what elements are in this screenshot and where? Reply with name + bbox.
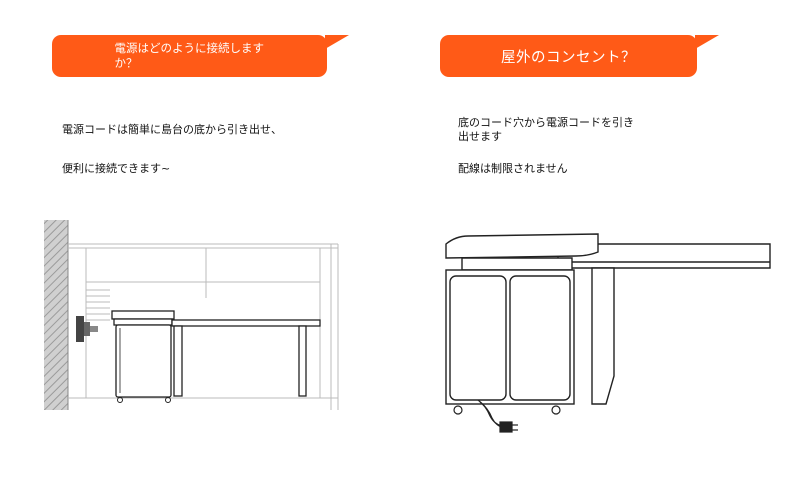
left-banner-title: 電源はどのように接続しますか？ xyxy=(114,41,265,70)
left-description-line-1: 電源コードは簡単に島台の底から引き出せ、 xyxy=(62,123,282,136)
island-desk xyxy=(445,233,771,405)
cabinet-casters xyxy=(453,405,561,415)
power-cord-icon xyxy=(477,399,518,433)
left-question-banner: 電源はどのように接続しますか？ xyxy=(52,35,349,77)
wall xyxy=(44,220,68,410)
desk xyxy=(111,310,321,398)
right-description-line-1: 底のコード穴から電源コードを引き xyxy=(458,116,634,129)
left-description-line-2: 便利に接続できます~ xyxy=(62,162,171,175)
right-question-banner: 屋外のコンセント？ xyxy=(440,35,719,77)
right-banner-title: 屋外のコンセント？ xyxy=(501,49,636,66)
desk-casters xyxy=(117,397,171,403)
right-description-line-2: 出せます xyxy=(458,130,502,143)
banner-tail xyxy=(695,35,719,49)
right-description-line-3: 配線は制限されません xyxy=(458,162,568,175)
wall-outlet-icon xyxy=(76,316,98,342)
desk-with-wall-outlet-illustration xyxy=(44,220,339,410)
banner-tail xyxy=(325,35,349,49)
island-desk-with-power-cord-illustration xyxy=(445,233,771,433)
